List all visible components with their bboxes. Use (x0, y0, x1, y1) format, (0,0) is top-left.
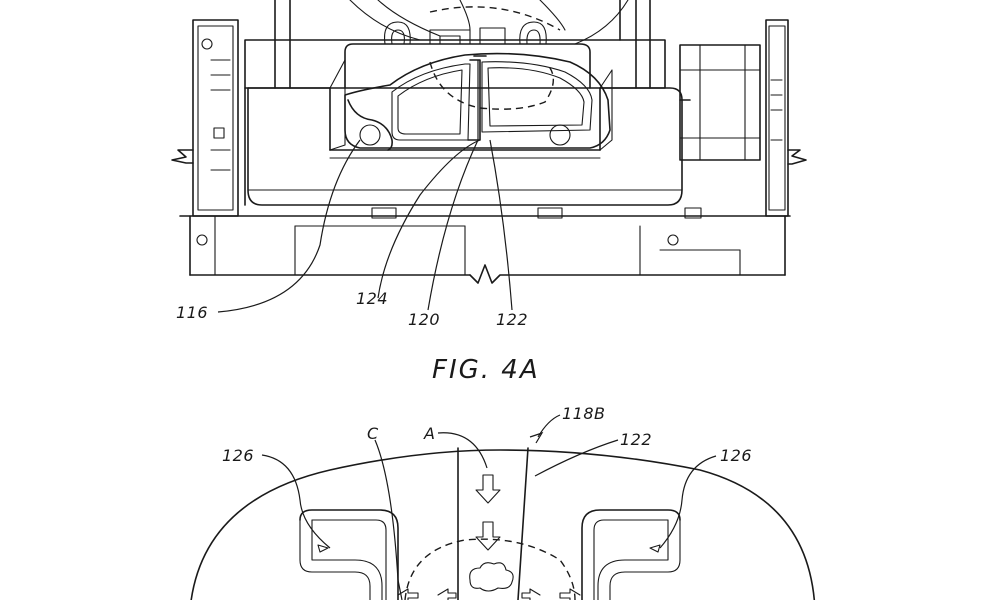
section-outline (190, 449, 816, 600)
flow-arrow-down-lower (475, 521, 501, 551)
figure-4b-leader-lines (261, 414, 717, 600)
ref-122-b-label: 122 (620, 430, 652, 449)
right-channel-outer (581, 509, 681, 600)
left-channel-outer (299, 509, 399, 600)
cloud-marker (469, 562, 514, 592)
press-columns (274, 0, 651, 89)
flow-arrow-down-upper (475, 474, 501, 504)
vehicle-body-side-part (344, 52, 611, 151)
left-side-frame (171, 19, 246, 217)
ref-124-label: 124 (356, 289, 388, 308)
mould-block (247, 59, 683, 206)
figure-4b-drawing: 118B 122 126 126 A C (190, 404, 816, 600)
upper-tool-block (344, 0, 629, 89)
ref-116-label: 116 (176, 303, 208, 322)
ref-120-label: 120 (408, 310, 440, 329)
upper-crossbar (244, 39, 666, 89)
ref-a-label: A (423, 424, 435, 443)
right-side-frame (679, 19, 807, 217)
ref-c-label: C (367, 424, 379, 443)
ref-126-right-label: 126 (720, 446, 752, 465)
figure-4a-drawing: 116 124 120 122 FIG. 4A (171, 0, 807, 385)
ref-126-left-label: 126 (222, 446, 254, 465)
ref-122-label: 122 (496, 310, 528, 329)
right-channel-marker (649, 544, 661, 553)
center-pillar-right-edge (517, 447, 529, 600)
figure-4a-caption: FIG. 4A (432, 355, 540, 385)
left-channel-marker (317, 544, 329, 553)
figure-4a-leader-lines (217, 60, 513, 313)
side-flow-arrows (397, 588, 581, 600)
ref-118b-label: 118B (562, 404, 606, 423)
dashed-zone (404, 538, 576, 600)
lower-press-bed (179, 207, 791, 284)
